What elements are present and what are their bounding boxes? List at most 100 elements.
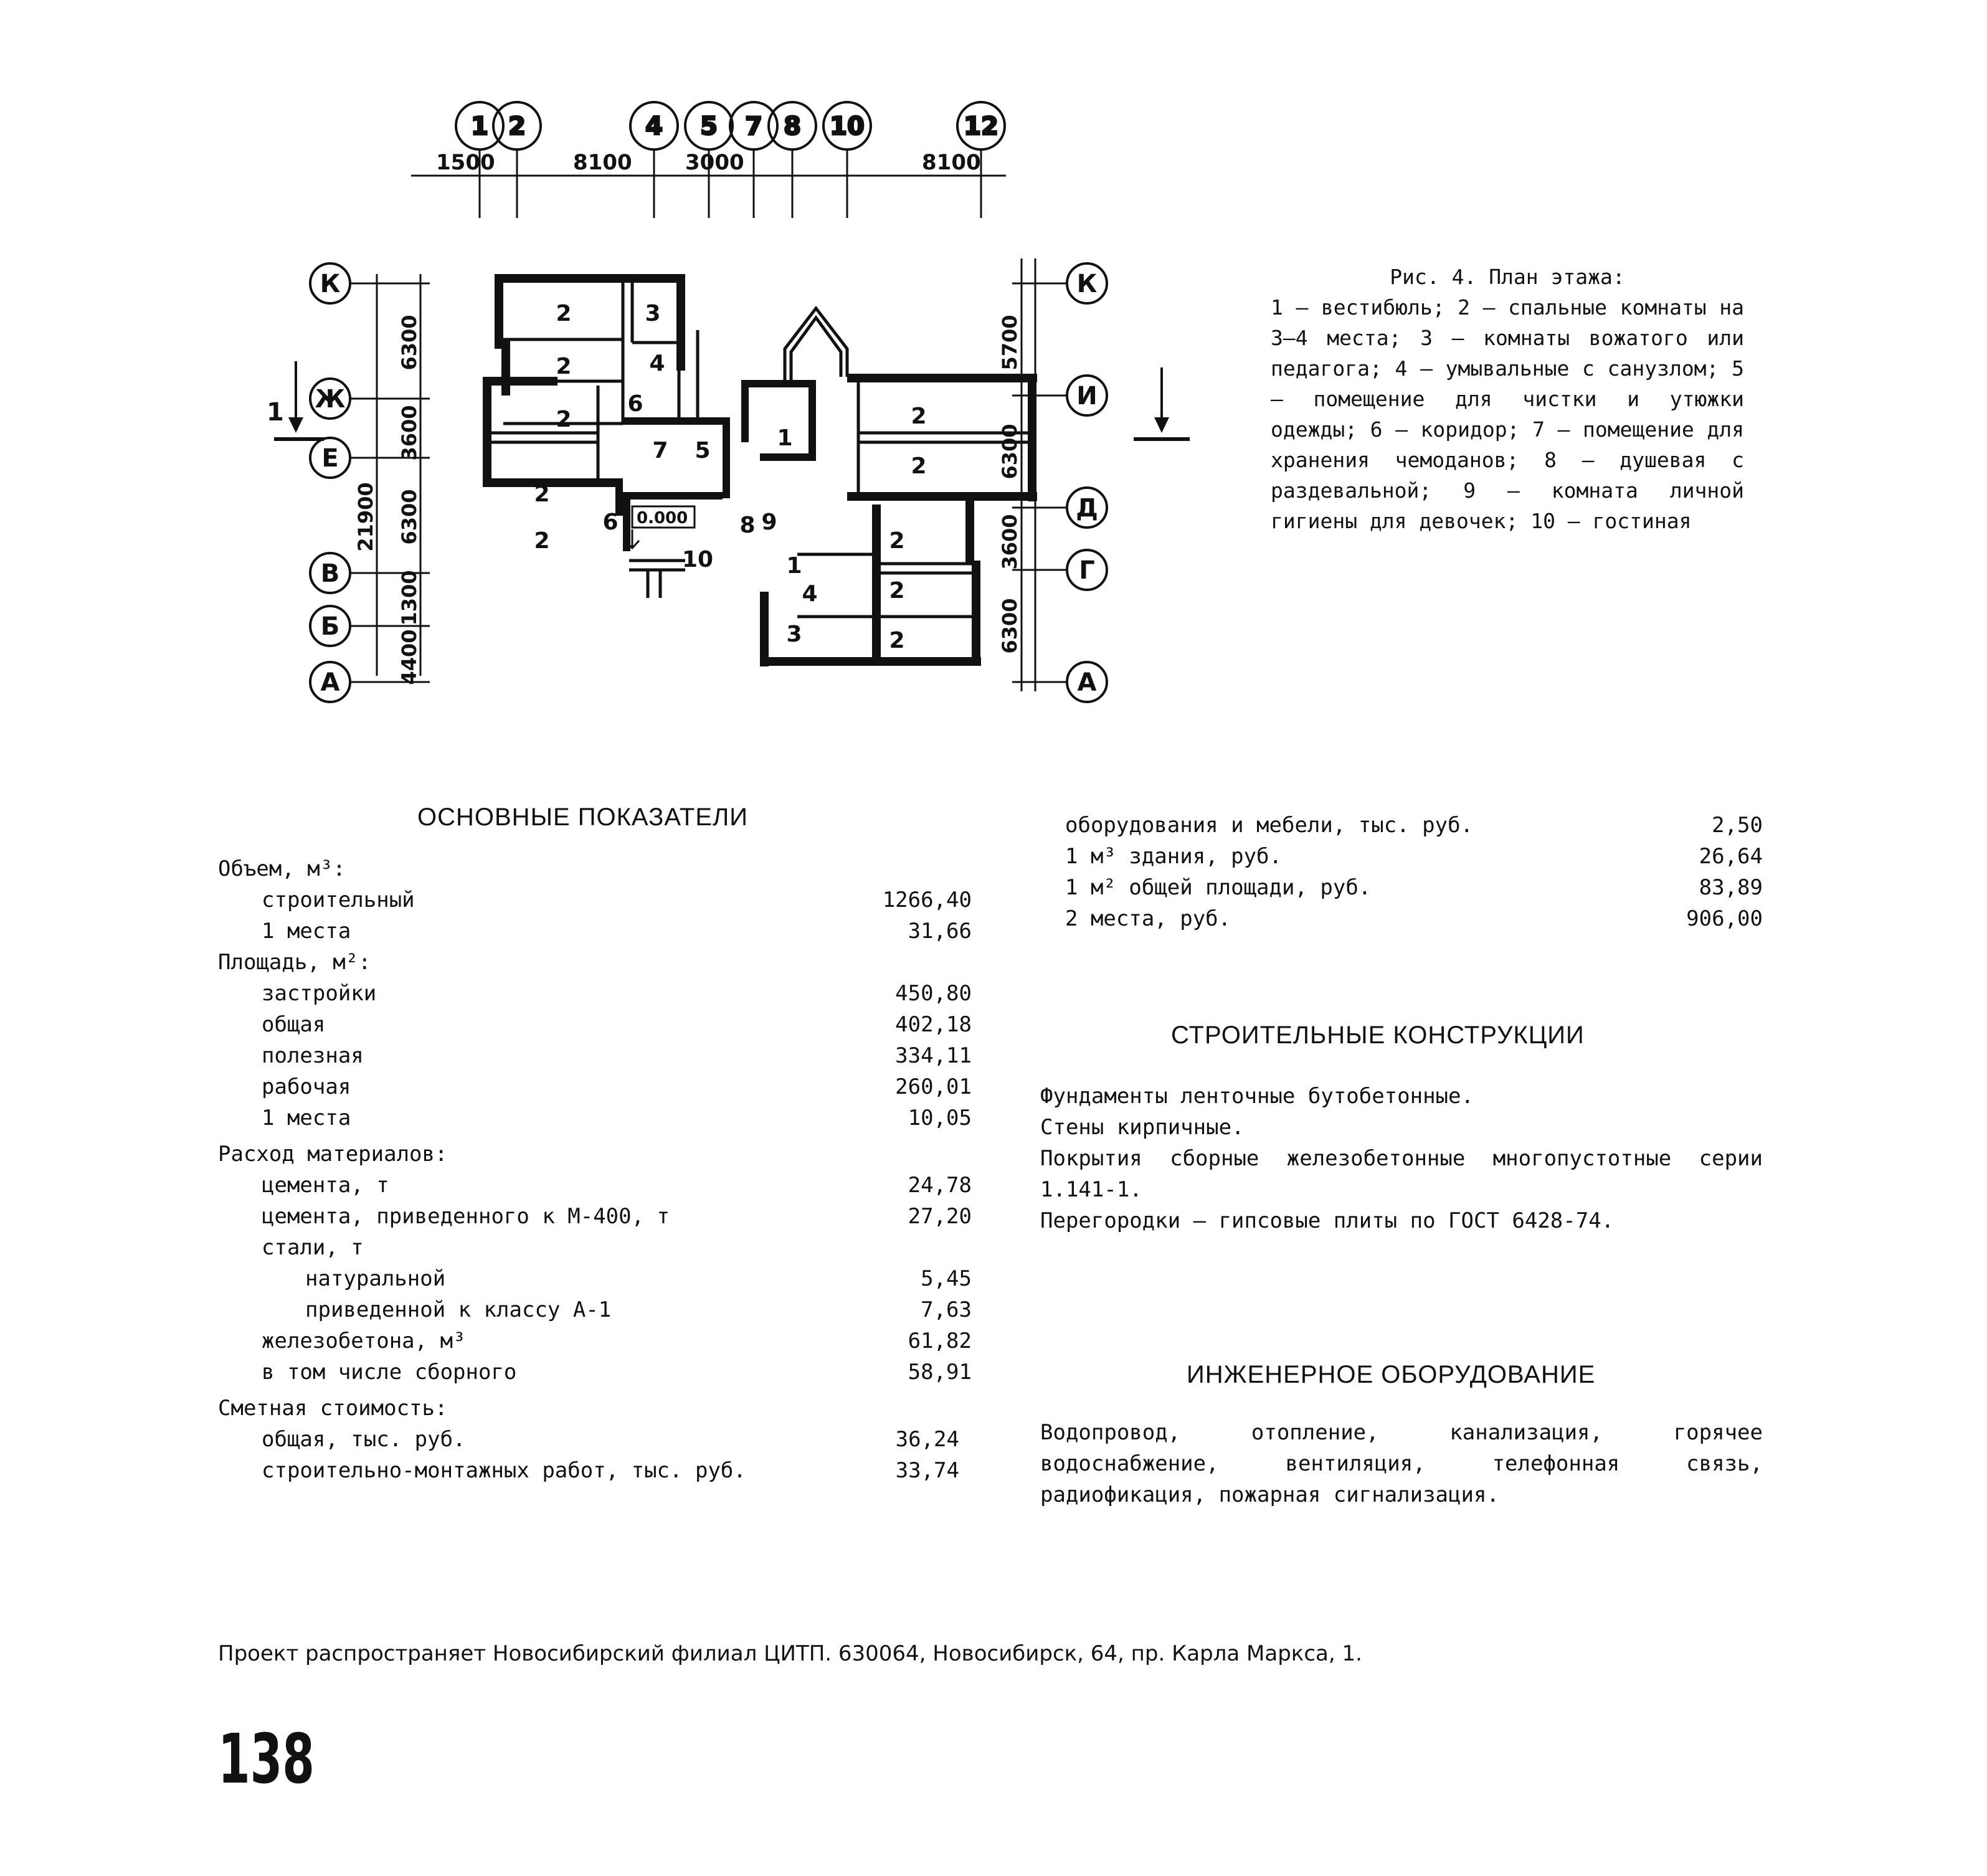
room-label: 2 [889,528,904,554]
room-label: 3 [786,622,802,647]
construction-line: Перегородки – гипсовые плиты по ГОСТ 642… [1040,1208,1615,1233]
room-label: 5 [695,438,710,463]
dim-top: 3000 [685,150,744,175]
axis-right-0-label: К [1077,270,1098,298]
dim-left: 4400 [397,629,421,685]
axis-left-5-label: А [321,668,340,697]
axis-left-1-label: Ж [315,385,346,414]
axis-right-4-label: А [1078,668,1097,697]
axis-top-4: 4 [629,101,679,218]
axis-left-2-label: Е [321,444,338,473]
indicator-label: приведенной к классу А-1 [305,1297,612,1322]
construction-line: Покрытия сборные железобетонные многопус… [1040,1146,1763,1202]
axis-top-2: 2 [492,101,542,218]
dim-top: 8100 [922,150,981,175]
indicator-value: 27,20 [908,1204,972,1229]
room-label: 2 [911,404,926,429]
axis-top-10: 10 [822,101,872,218]
page-number: 138 [218,1719,315,1799]
indicator-value: 31,66 [908,919,972,944]
room-label: 1 [786,553,802,579]
cost-value: 2,50 [1712,813,1763,838]
constructions-text: Фундаменты ленточные бутобетонные. Стены … [1040,1081,1763,1236]
caption-body: 1 – вестибюль; 2 – спальные комнаты на 3… [1271,295,1744,533]
room-label: 2 [889,578,904,604]
cost-row: 2 места, руб.906,00 [1065,903,1763,934]
caption-title: Рис. 4. План этажа: [1390,265,1625,289]
dim-top: 8100 [573,150,632,175]
cost-value: 83,89 [1699,875,1763,900]
axis-top-12: 12 [956,101,1006,218]
axis-right-4: А [1012,661,1108,703]
indicator-label: цемента, т [262,1173,389,1198]
level-mark: 0.000 [637,509,688,528]
axis-top-7: 7 [729,101,779,218]
indicator-row: стали, т [218,1232,972,1263]
cost-value: 26,64 [1699,844,1763,869]
room-label: 4 [649,351,665,376]
distributor-note: Проект распространяет Новосибирский фили… [218,1641,1362,1666]
axis-right-0: К [1012,262,1108,305]
engineering-text: Водопровод, отопление, канализация, горя… [1040,1420,1763,1507]
axis-left-4-label: Б [321,612,340,641]
engineering-title: ИНЖЕНЕРНОЕ ОБОРУДОВАНИЕ [1187,1361,1596,1388]
construction-line: Стены кирпичные. [1040,1115,1245,1140]
axis-left-0-label: К [320,270,341,298]
constructions-title: СТРОИТЕЛЬНЫЕ КОНСТРУКЦИИ [1171,1021,1585,1049]
axis-top-10-label: 10 [830,112,865,141]
indicator-row: рабочая 260,01 [218,1071,972,1102]
axis-top-2-label: 2 [508,112,526,141]
room-label: 8 [739,513,755,538]
section-mark: 1 [267,398,284,427]
room-label: 10 [682,547,713,572]
indicator-value: 33,74 [895,1458,959,1483]
room-label: 2 [556,354,571,379]
indicator-label: натуральной [305,1266,446,1291]
indicator-label: застройки [262,981,377,1006]
indicator-value: 10,05 [908,1106,972,1130]
indicator-label: строительный [262,888,415,912]
axis-right-2-label: Д [1076,494,1098,523]
room-label: 9 [761,509,777,535]
indicator-label: строительно-монтажных работ, тыс. руб. [262,1458,746,1483]
cost-label: оборудования и мебели, тыс. руб. [1065,813,1474,838]
room-label: 2 [556,301,571,326]
axis-top-4-label: 4 [645,112,663,141]
axis-left-1: Ж [309,377,430,420]
indicator-value: 7,63 [921,1297,972,1322]
axis-top-1: 1 [455,101,505,218]
indicator-value: 36,24 [895,1427,959,1452]
dim-top: 1500 [436,150,495,175]
cost-row: 1 м² общей площади, руб.83,89 [1065,872,1763,903]
figure-caption: Рис. 4. План этажа: 1 – вестибюль; 2 – с… [1271,262,1744,536]
construction-line: Фундаменты ленточные бутобетонные. [1040,1084,1474,1109]
indicator-label: Расход материалов: [218,1142,448,1167]
indicator-row: Сметная стоимость: [218,1393,972,1424]
indicator-label: стали, т [262,1235,364,1260]
room-label: 6 [602,509,618,535]
room-label: 3 [645,301,660,326]
indicator-label: полезная [262,1043,364,1068]
indicator-row: Расход материалов: [218,1139,972,1170]
indicator-value: 24,78 [908,1173,972,1198]
indicator-row: цемента, т 24,78 [218,1170,972,1201]
axis-top-12-label: 12 [964,112,998,141]
cost-row: оборудования и мебели, тыс. руб. 2,50 [1065,810,1763,841]
indicator-value: 402,18 [895,1012,972,1037]
indicator-row: Площадь, м²: [218,947,972,978]
dim-total: 21900 [354,482,377,551]
indicator-label: рабочая [262,1074,351,1099]
indicator-value: 260,01 [895,1074,972,1099]
axis-top-5: 5 [684,101,734,218]
axis-top-8-label: 8 [784,112,801,141]
dim-right: 5700 [998,315,1022,370]
room-label: 2 [889,628,904,653]
indicator-value: 334,11 [895,1043,972,1068]
